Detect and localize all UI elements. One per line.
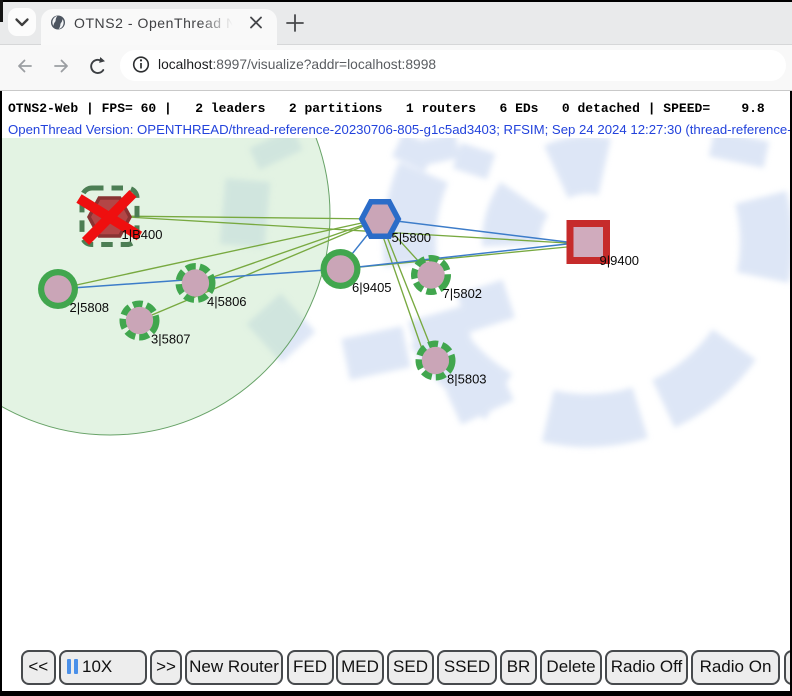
svg-text:7|5802: 7|5802 [443, 286, 483, 301]
svg-text:9|9400: 9|9400 [600, 253, 640, 268]
svg-text:2|5808: 2|5808 [70, 300, 110, 315]
svg-text:4|5806: 4|5806 [207, 294, 247, 309]
svg-text:6|9405: 6|9405 [352, 280, 392, 295]
svg-text:3|5807: 3|5807 [151, 332, 191, 347]
svg-text:8|5803: 8|5803 [447, 372, 487, 387]
svg-text:1|B400: 1|B400 [122, 227, 163, 242]
svg-text:5|5800: 5|5800 [392, 230, 432, 245]
